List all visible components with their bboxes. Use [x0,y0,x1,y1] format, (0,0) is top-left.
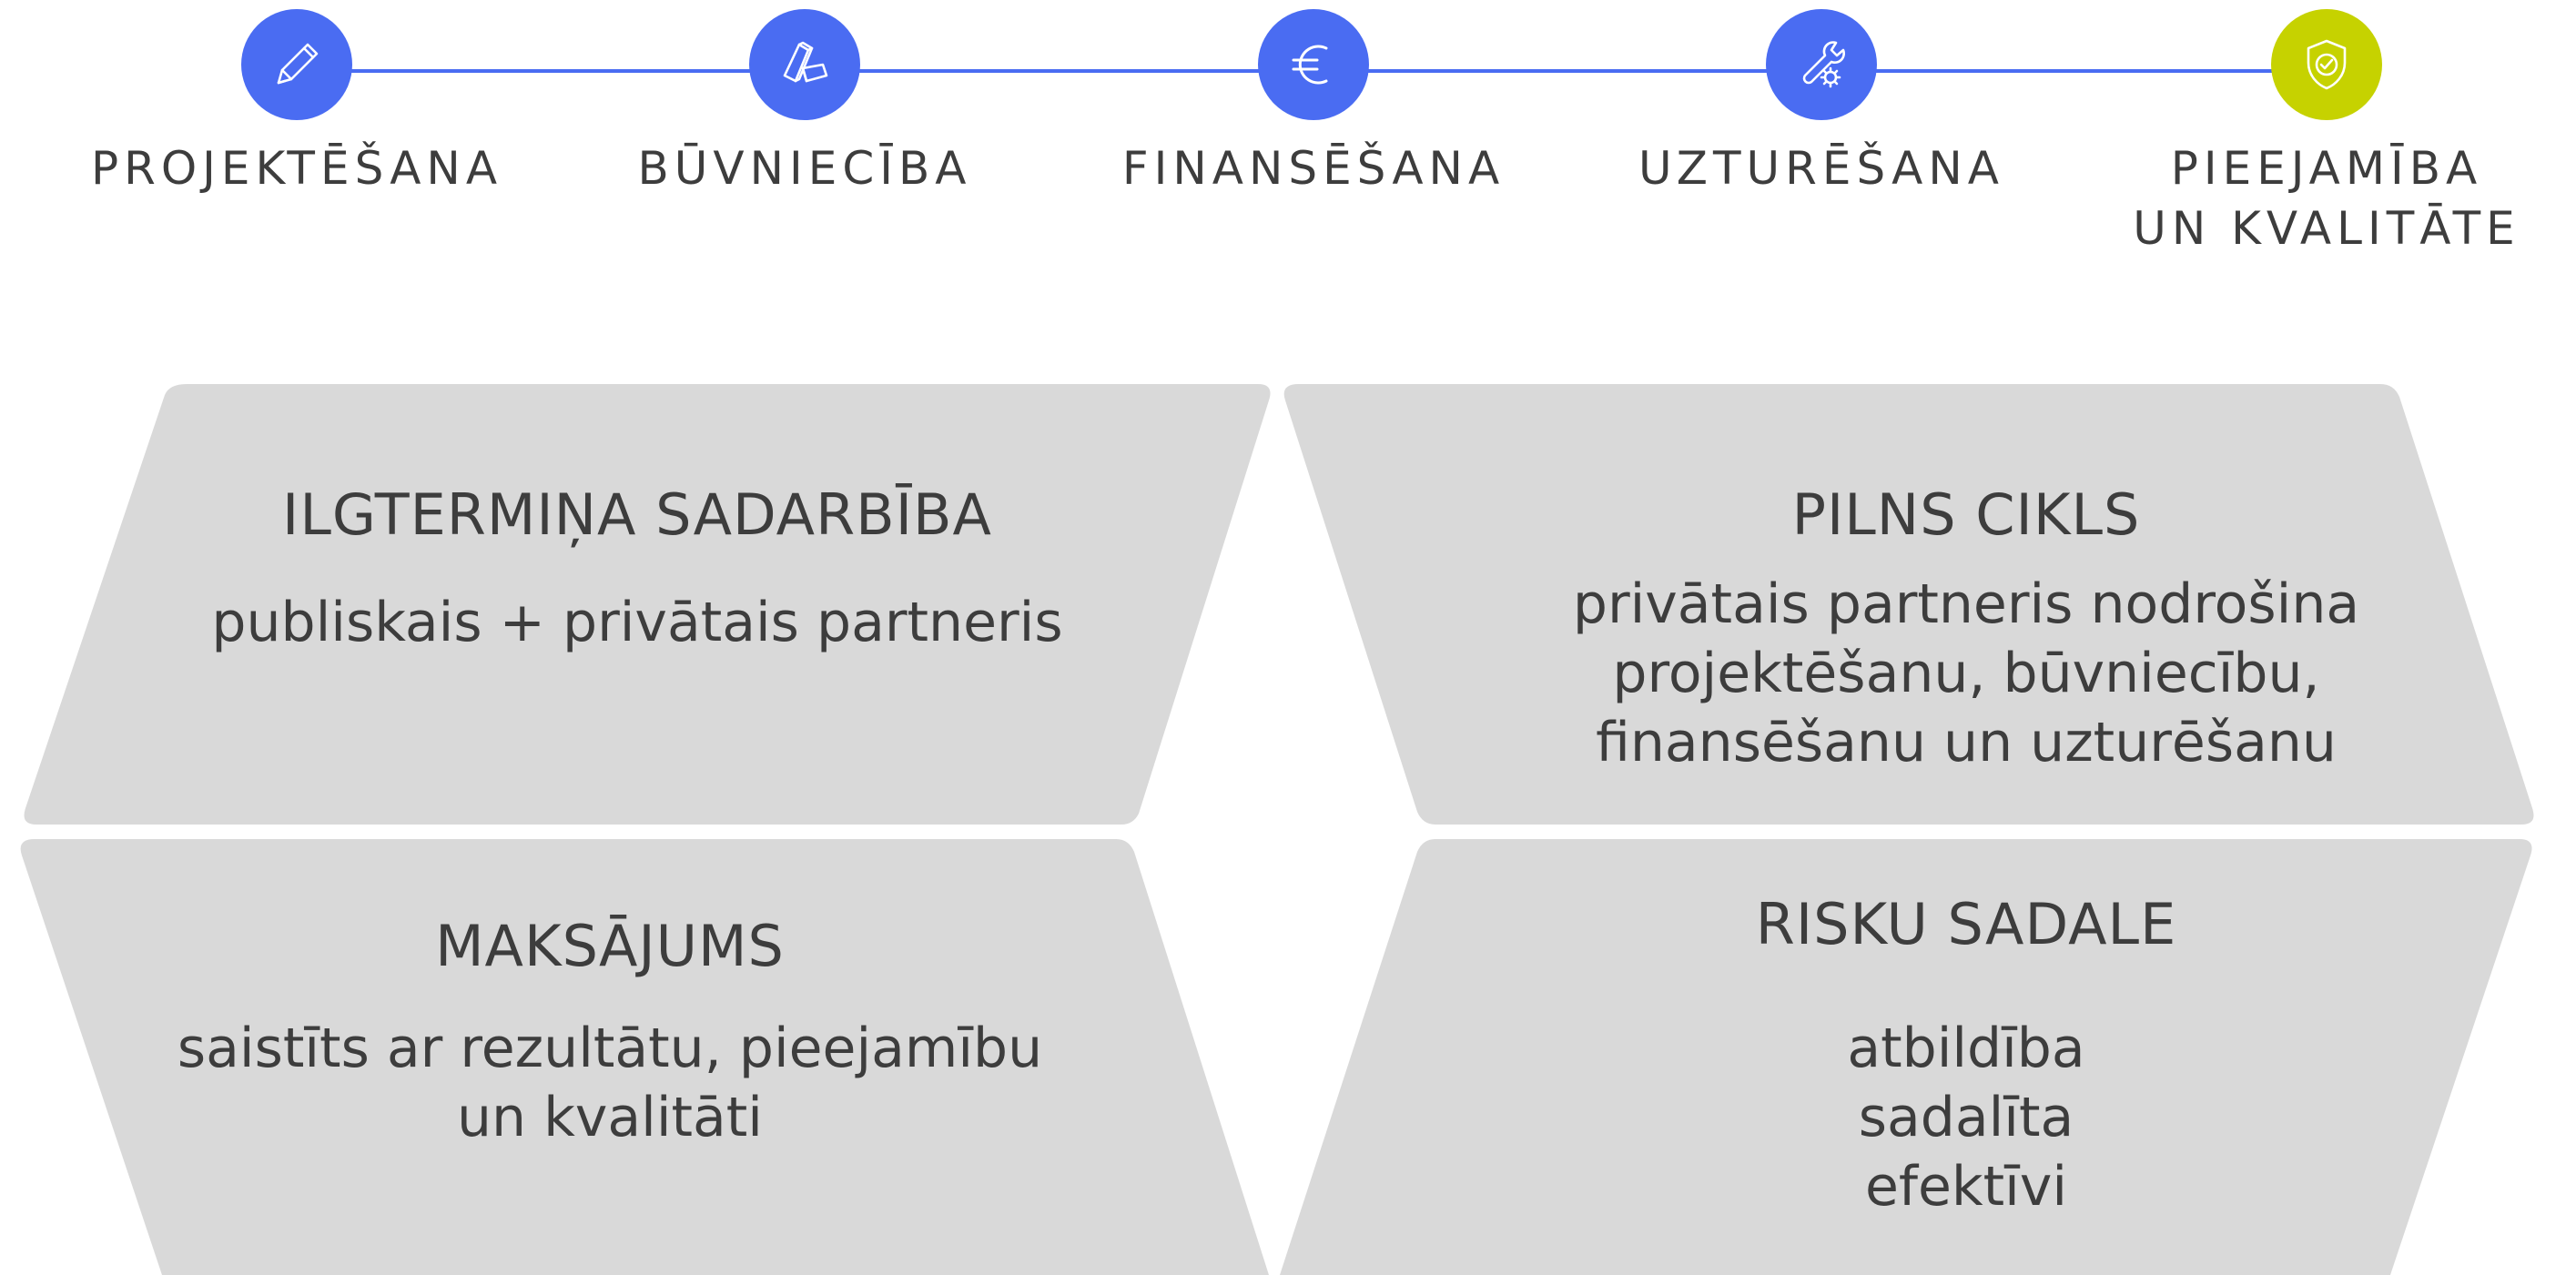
step-label-maintenance: UZTURĒŠANA [1638,142,2004,195]
card-title: RISKU SADALE [1755,891,2177,957]
card-risk-sharing: RISKU SADALE atbildība sadalīta efektīvi [1529,890,2403,1221]
card-shape-long-term [24,384,1271,825]
pencil-icon [241,9,352,120]
card-payment: MAKSĀJUMS saistīts ar rezultātu, pieejam… [127,912,1092,1152]
card-title: MAKSĀJUMS [435,913,785,979]
card-description: publiskais + privātais partneris [211,591,1063,654]
card-long-term-cooperation: ILGTERMIŅA SADARBĪBA publiskais + privāt… [146,481,1129,657]
card-title: ILGTERMIŅA SADARBĪBA [282,481,992,548]
shield-check-icon [2271,9,2382,120]
card-full-cycle: PILNS CIKLS privātais partneris nodrošin… [1493,481,2439,777]
card-description: atbildība sadalīta efektīvi [1847,1017,2085,1219]
euro-icon [1258,9,1369,120]
bricks-icon [749,9,860,120]
card-description: saistīts ar rezultātu, pieejamību un kva… [177,1017,1043,1149]
wrench-gear-icon [1766,9,1877,120]
card-shape-full-cycle [1283,384,2534,825]
step-label-finance: FINANSĒŠANA [1121,142,1506,195]
step-label-construction: BŪVNIECĪBA [637,142,972,195]
step-label-design: PROJEKTĒŠANA [90,142,503,195]
step-label-availability: PIEEJAMĪBA UN KVALITĀTE [2133,142,2520,255]
card-description: privātais partneris nodrošina projektēša… [1572,572,2360,774]
card-title: PILNS CIKLS [1791,481,2141,548]
card-shape-payment [20,839,1270,1275]
card-shape-risk [1280,839,2532,1275]
